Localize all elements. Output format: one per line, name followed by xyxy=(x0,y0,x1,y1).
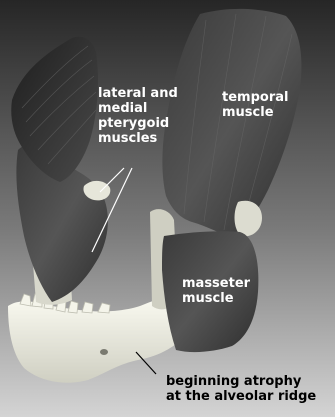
temporal-label: temporal muscle xyxy=(222,90,288,120)
temporal-label-line-1: temporal xyxy=(222,90,288,105)
pterygoid-label-line-1: lateral and xyxy=(98,86,178,101)
atrophy-label-line-2: at the alveolar ridge xyxy=(166,389,316,404)
masseter-label-line-2: muscle xyxy=(182,291,250,306)
pterygoid-label: lateral and medial pterygoid muscles xyxy=(98,86,178,146)
masseter-label: masseter muscle xyxy=(182,276,250,306)
masseter-label-line-1: masseter xyxy=(182,276,250,291)
pterygoid-label-line-2: medial xyxy=(98,101,178,116)
pterygoid-label-line-4: muscles xyxy=(98,131,178,146)
mental-foramen xyxy=(100,349,108,355)
pterygoid-label-line-3: pterygoid xyxy=(98,116,178,131)
temporal-label-line-2: muscle xyxy=(222,105,288,120)
atrophy-label-line-1: beginning atrophy xyxy=(166,374,316,389)
atrophy-label: beginning atrophy at the alveolar ridge xyxy=(166,374,316,404)
